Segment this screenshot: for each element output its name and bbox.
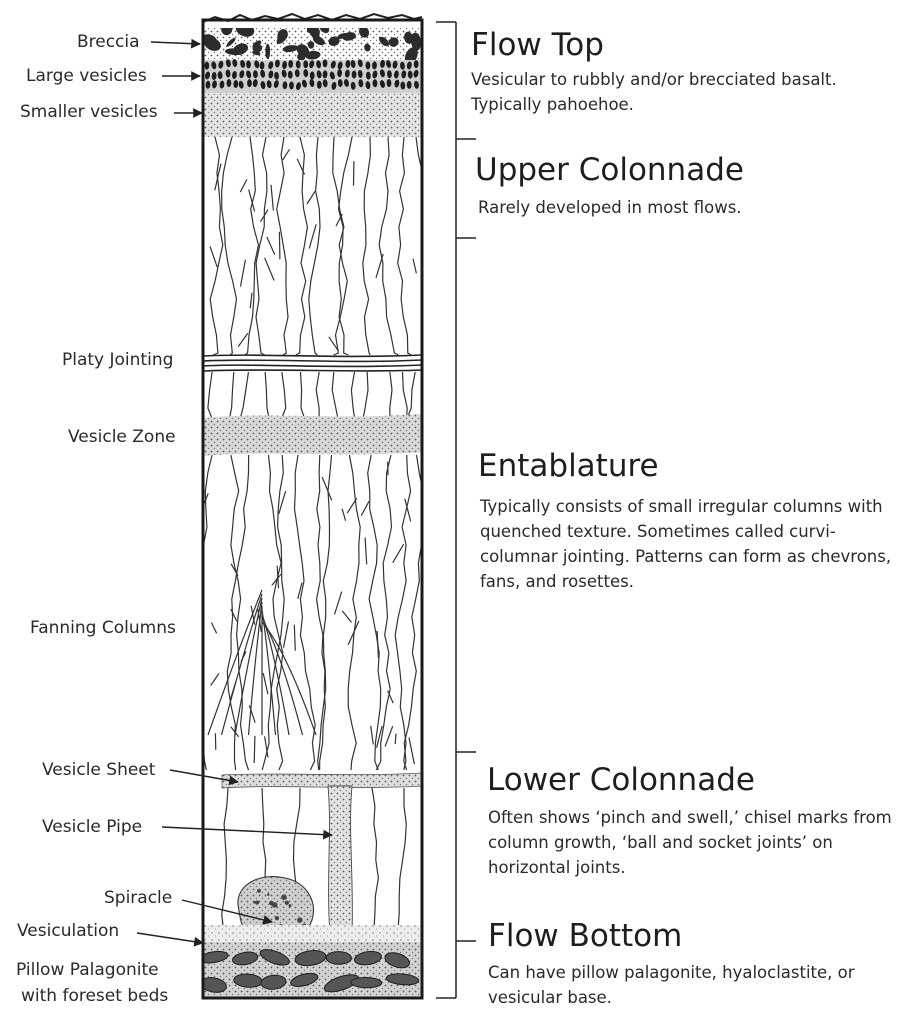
column-border bbox=[201, 18, 424, 1000]
label-smaller-vesicles: Smaller vesicles bbox=[20, 102, 158, 122]
zone-title-flow-bottom: Flow Bottom bbox=[488, 918, 683, 954]
zone-desc-upper-colonnade: Rarely developed in most flows. bbox=[478, 198, 742, 217]
arrow-spiracle bbox=[181, 899, 273, 925]
arrow-vesicle-pipe bbox=[161, 826, 333, 840]
label-arrows bbox=[136, 38, 333, 947]
zone-title-lower-colonnade: Lower Colonnade bbox=[487, 762, 755, 798]
label-vesicle-pipe: Vesicle Pipe bbox=[42, 817, 143, 837]
zone-desc-lower-colonnade: Often shows ‘pinch and swell,’ chisel ma… bbox=[488, 808, 892, 877]
arrow-vesicle-sheet bbox=[169, 769, 239, 786]
arrow-breccia bbox=[150, 38, 201, 49]
label-platy-jointing: Platy Jointing bbox=[62, 350, 174, 370]
column-joints bbox=[203, 136, 422, 941]
zone-title-entablature: Entablature bbox=[478, 448, 659, 484]
label-pillow-palagonite-line2: with foreset beds bbox=[21, 986, 169, 1006]
zone-desc-entablature: Typically consists of small irregular co… bbox=[480, 497, 892, 591]
label-spiracle: Spiracle bbox=[104, 888, 173, 908]
label-pillow-palagonite-line1: Pillow Palagonite bbox=[16, 960, 159, 980]
zone-desc-flow-top: Vesicular to rubbly and/or brecciated ba… bbox=[471, 70, 837, 114]
label-large-vesicles: Large vesicles bbox=[26, 66, 147, 86]
label-breccia: Breccia bbox=[77, 32, 140, 52]
label-vesicle-sheet: Vesicle Sheet bbox=[42, 760, 156, 780]
label-vesiculation: Vesiculation bbox=[17, 921, 120, 941]
label-fanning-columns: Fanning Columns bbox=[30, 618, 176, 638]
large-vesicles-band bbox=[203, 59, 422, 93]
zone-desc-flow-bottom: Can have pillow palagonite, hyaloclastit… bbox=[488, 963, 855, 1007]
column-background bbox=[203, 20, 422, 998]
arrow-vesiculation bbox=[136, 932, 204, 947]
label-vesicle-zone: Vesicle Zone bbox=[68, 427, 176, 447]
zone-bracket bbox=[436, 21, 476, 999]
pillow-palagonite-band bbox=[203, 942, 422, 998]
zone-title-flow-top: Flow Top bbox=[471, 27, 604, 63]
platy-jointing-band bbox=[203, 354, 422, 372]
zone-title-upper-colonnade: Upper Colonnade bbox=[475, 152, 744, 188]
